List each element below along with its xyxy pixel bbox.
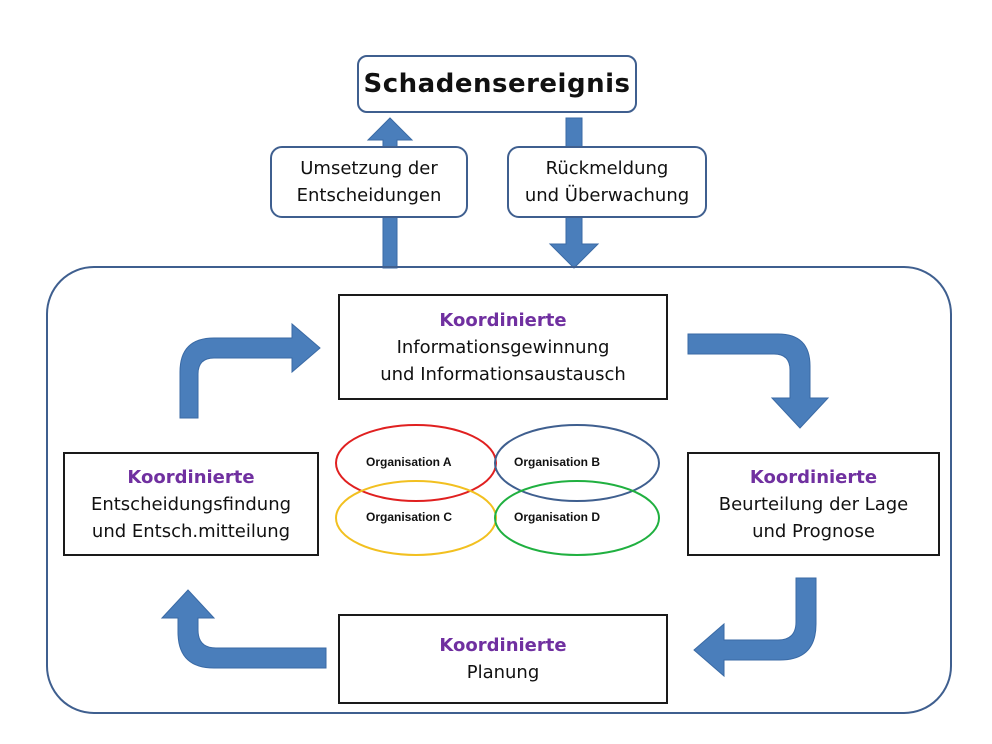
step-information-line-2: und Informationsaustausch — [380, 363, 626, 385]
step-assessment-line-1: Beurteilung der Lage — [718, 493, 909, 515]
organisation-d-ellipse — [494, 480, 660, 556]
implementation-line-2: Entscheidungen — [296, 185, 442, 206]
step-planning: Koordinierte Planung — [338, 614, 668, 704]
implementation-line-1: Umsetzung der — [300, 158, 438, 179]
step-assessment-head: Koordinierte — [749, 466, 878, 488]
event-box: Schadensereignis — [357, 55, 637, 113]
step-decision-line-2: und Entsch.mitteilung — [91, 520, 291, 542]
arrow-curve-bottom-right — [693, 577, 817, 678]
organisation-b-ellipse — [494, 424, 660, 502]
arrow-curve-top-right — [687, 333, 830, 429]
coordination-frame — [46, 266, 952, 714]
step-planning-head: Koordinierte — [439, 635, 567, 656]
step-decision: Koordinierte Entscheidungsfindung und En… — [63, 452, 319, 556]
step-decision-line-1: Entscheidungsfindung — [90, 493, 292, 515]
organisation-b-label: Organisation B — [514, 455, 601, 469]
step-planning-line-1: Planung — [466, 662, 540, 683]
step-information: Koordinierte Informationsgewinnung und I… — [338, 294, 668, 400]
feedback-box: Rückmeldung und Überwachung — [507, 146, 707, 218]
organisation-c-label: Organisation C — [366, 510, 453, 524]
arrow-curve-top-left — [179, 322, 321, 419]
step-assessment: Koordinierte Beurteilung der Lage und Pr… — [687, 452, 940, 556]
step-information-head: Koordinierte — [439, 309, 567, 331]
feedback-line-2: und Überwachung — [524, 185, 690, 206]
organisation-a-label: Organisation A — [366, 455, 452, 469]
arrow-curve-bottom-left — [160, 589, 327, 669]
step-information-line-1: Informationsgewinnung — [396, 336, 610, 358]
event-label: Schadensereignis — [363, 69, 631, 99]
step-assessment-line-2: und Prognose — [752, 520, 875, 542]
organisation-d-label: Organisation D — [514, 510, 601, 524]
step-decision-head: Koordinierte — [127, 466, 255, 488]
implementation-box: Umsetzung der Entscheidungen — [270, 146, 468, 218]
feedback-line-1: Rückmeldung — [545, 158, 669, 179]
